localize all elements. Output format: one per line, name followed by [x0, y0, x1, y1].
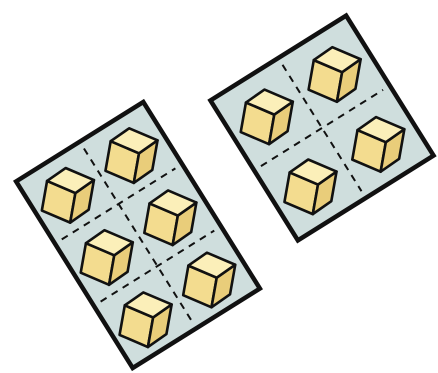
box [143, 189, 198, 247]
box [283, 158, 338, 216]
box-top-face [187, 251, 237, 280]
four-box-tray [207, 12, 437, 244]
box-slot [118, 291, 173, 349]
box-slot [239, 88, 295, 146]
row-divider [100, 229, 215, 303]
box [40, 166, 96, 224]
box-top-face [148, 189, 198, 217]
box-slot [40, 166, 96, 224]
box-slot [181, 251, 237, 309]
box [118, 291, 173, 349]
box-slot [283, 158, 338, 216]
column-divider [83, 147, 193, 323]
box-top-face [45, 166, 96, 195]
box-slot [350, 115, 406, 174]
box-top-face [312, 45, 362, 74]
box [104, 126, 159, 185]
box-slot [104, 126, 159, 185]
box [79, 228, 135, 287]
row-divider [61, 167, 176, 241]
box-top-face [84, 228, 135, 257]
box-slot [307, 45, 362, 104]
row-divider [260, 88, 384, 168]
box-top-face [288, 158, 338, 186]
box-slot [79, 228, 135, 287]
box [181, 251, 237, 309]
box-top-face [109, 126, 159, 155]
box-top-face [244, 88, 295, 116]
six-box-tray [13, 98, 263, 372]
box [239, 88, 295, 146]
box-top-face [356, 115, 406, 144]
box [350, 115, 406, 174]
box [307, 45, 362, 104]
box-top-face [123, 291, 173, 319]
box-slot [143, 189, 198, 247]
